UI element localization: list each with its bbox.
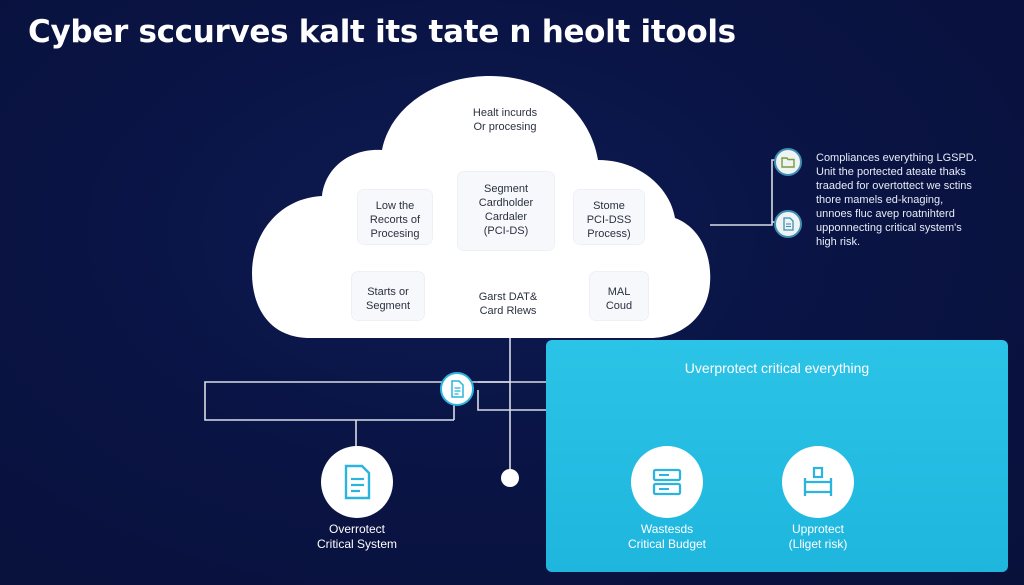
cloud-cell-label: Garst DAT& Card Rlews [478,291,538,317]
cloud-cell-cardholder [458,172,554,250]
note-icon-node[interactable] [774,148,802,176]
document-icon [783,217,794,231]
cloud-cell-label: MAL Coud [605,286,633,312]
upprotect-node[interactable] [782,446,854,518]
panel-title: Uverprotect critical everything [684,360,870,376]
side-note-text: Compliances everything LGSPD. Unit the p… [816,152,977,248]
document-node[interactable] [440,372,474,406]
page-title: Cyber sccurves kalt its tate n heolt ito… [28,14,736,50]
cloud-cell-label: Low the Recorts of Procesing [369,200,421,240]
note-icon-node[interactable] [774,210,802,238]
cloud-cell-records [358,190,432,244]
cloud-cell-label: Segment Cardholder Cardaler (PCI-DS) [478,183,534,237]
cloud-cell-pci [574,190,644,244]
cloud-cell-label: Starts or Segment [365,286,411,312]
cloud-cell-mal [590,272,648,320]
document-icon [344,464,371,500]
junction-dot [501,469,519,487]
gateway-icon [803,466,833,496]
cloud-top-label: Healt incurds Or procesing [472,107,538,133]
budget-node[interactable] [631,446,703,518]
folder-icon [781,157,795,168]
budget-label: Wastesds Critical Budget [627,522,707,551]
critical-system-label: Overrotect Critical System [316,522,397,551]
cloud-cell-segment [352,272,424,320]
document-icon [451,380,464,398]
server-icon [652,468,682,496]
cloud-cell-label: Stome PCI-DSS Process) [586,200,632,240]
critical-system-node[interactable] [321,446,393,518]
upprotect-label: Upprotect (Lliget risk) [788,522,848,551]
overprotect-panel: Uverprotect critical everything [546,340,1008,572]
